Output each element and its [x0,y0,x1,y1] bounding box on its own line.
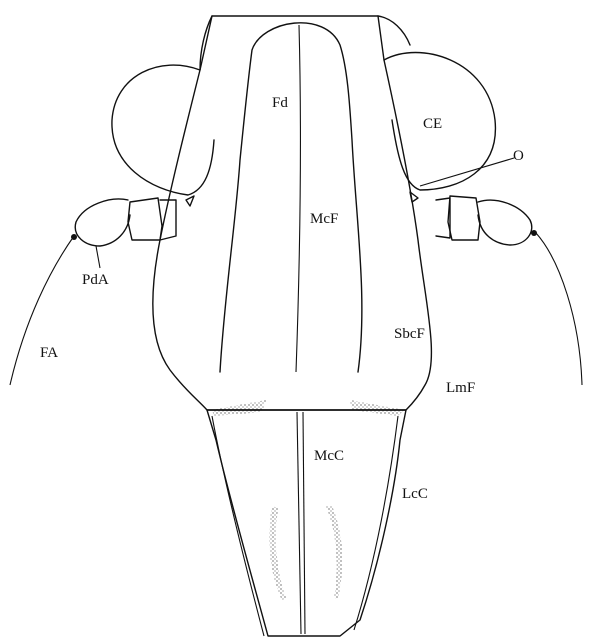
right-ocellus [410,192,418,202]
label-o: O [513,148,524,164]
clypeus-outline [207,410,406,636]
frons-outline [153,16,432,410]
label-lcc: LcC [402,486,428,502]
label-lmf: LmF [446,380,475,396]
right-flagellum [536,233,582,385]
median-clypeal-line-b [303,412,305,634]
label-mcc: McC [314,448,344,464]
left-compound-eye [112,16,214,195]
right-antenna-pedicel [478,200,532,245]
label-fa: FA [40,345,58,361]
left-clypeal-groove [269,506,286,600]
median-frontal-line [296,25,300,372]
left-ocellus [186,196,194,206]
median-clypeal-line-a [297,412,301,634]
label-ce: CE [423,116,442,132]
label-fd: Fd [272,95,288,111]
label-mcf: McF [310,211,338,227]
right-clypeal-stipple [350,400,404,416]
right-antenna-joint [531,230,537,236]
pda-pointer-line [96,246,100,268]
ocellus-pointer-line [420,158,514,186]
left-antenna-pedicel [75,199,130,246]
label-sbcf: SbcF [394,326,425,342]
right-antenna-scape [448,196,480,240]
lateral-clypeal-line-right [354,416,398,630]
left-antenna-scape [128,198,162,240]
right-compound-eye [378,16,495,190]
left-antenna-joint [71,234,77,240]
left-clypeal-stipple [212,400,266,416]
left-flagellum [10,236,74,385]
label-pda: PdA [82,272,109,288]
right-clypeal-groove [326,506,342,600]
central-frontal-region [220,23,362,372]
